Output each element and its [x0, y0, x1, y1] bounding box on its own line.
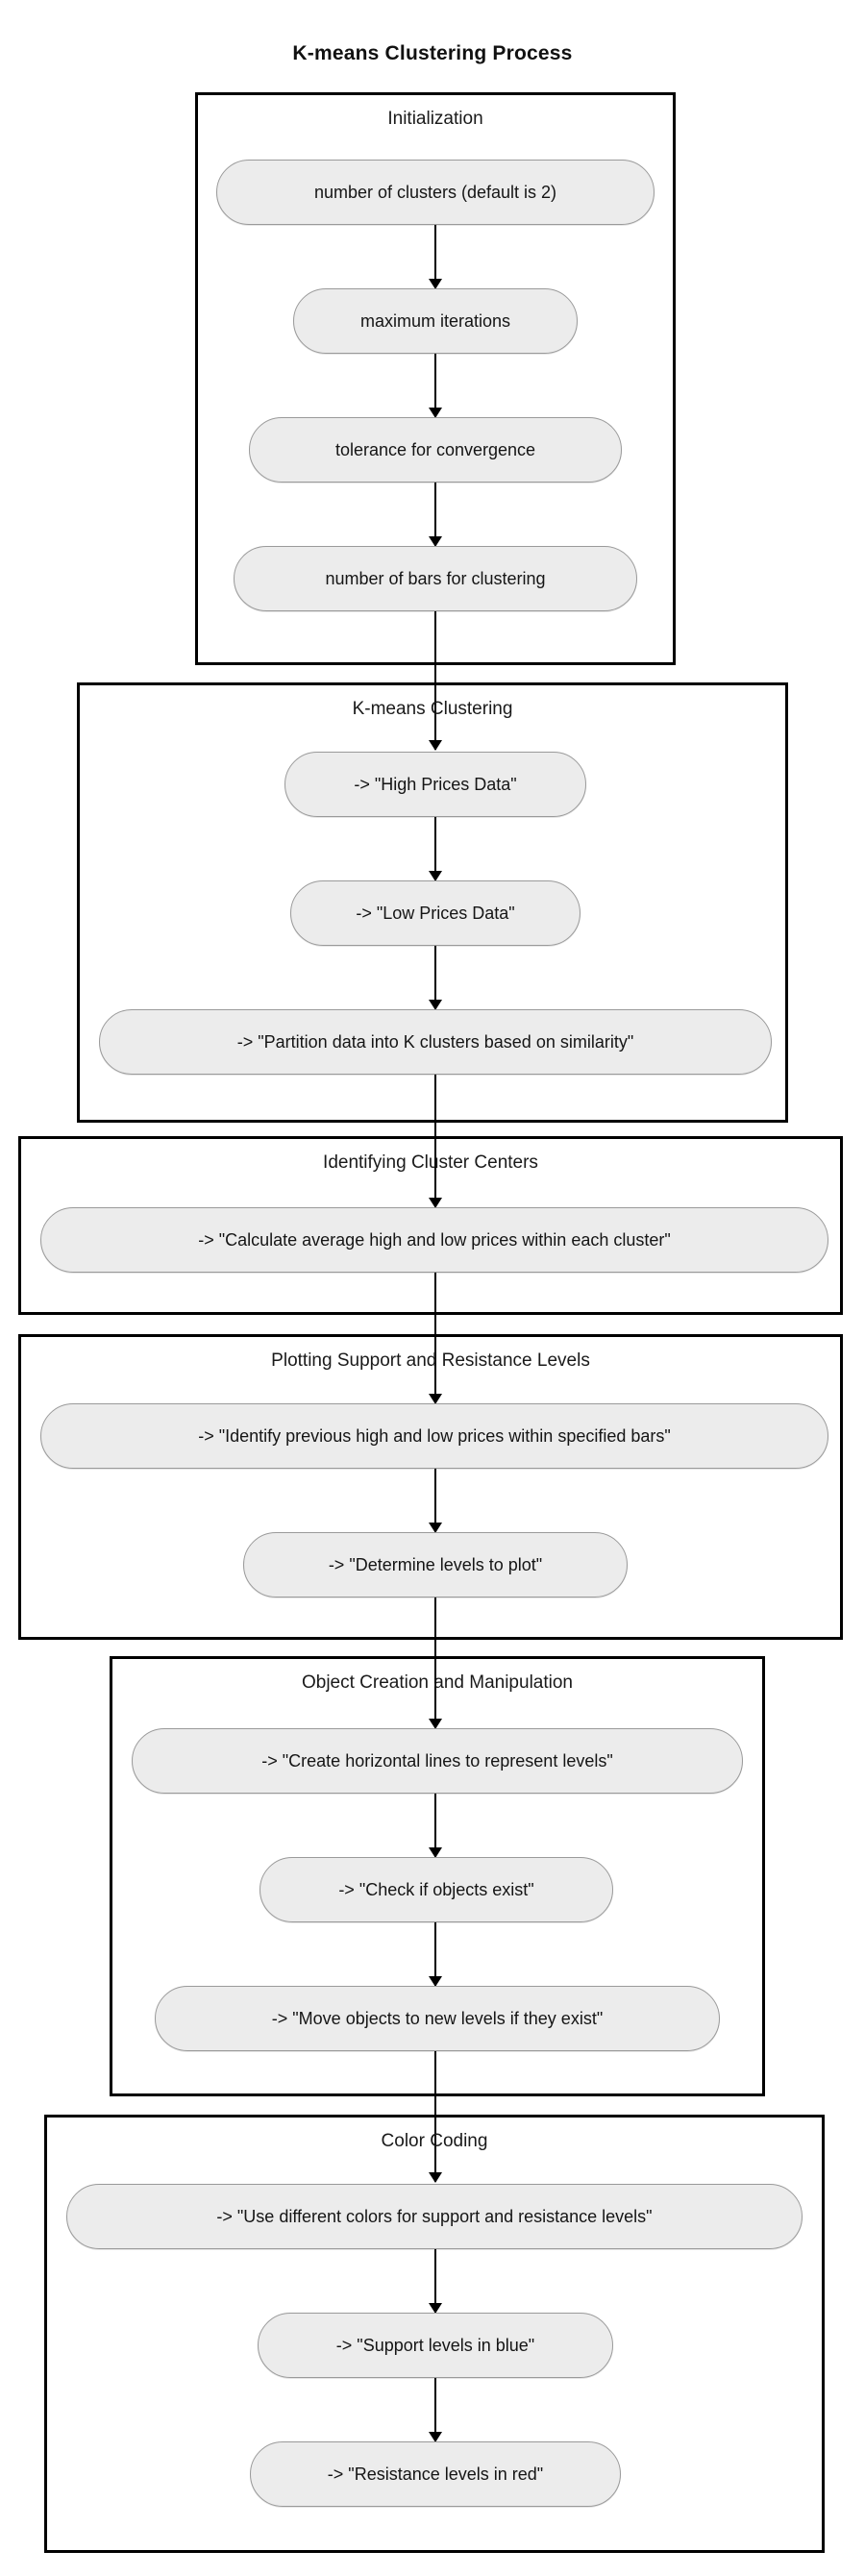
node-label: maximum iterations: [359, 310, 511, 331]
node-use-different-colors[interactable]: -> "Use different colors for support and…: [66, 2184, 803, 2249]
edge-arrowhead: [429, 1394, 442, 1404]
edge-connector: [434, 1922, 436, 1986]
node-number-of-bars[interactable]: number of bars for clustering: [234, 546, 637, 611]
edge-arrowhead: [429, 1523, 442, 1533]
edge-arrowhead: [429, 408, 442, 418]
edge-arrowhead: [429, 1198, 442, 1208]
node-label: -> "Resistance levels in red": [327, 2464, 544, 2484]
node-check-if-objects-exist[interactable]: -> "Check if objects exist": [260, 1857, 613, 1922]
node-label: -> "Use different colors for support and…: [216, 2206, 653, 2226]
subgraph-plotting-support-resistance: Plotting Support and Resistance Levels: [18, 1334, 843, 1640]
node-label: tolerance for convergence: [334, 439, 536, 459]
edge-connector: [434, 225, 436, 288]
node-label: -> "High Prices Data": [354, 774, 517, 794]
edge-connector: [434, 2378, 436, 2441]
subgraph-label-object-creation-manipulation: Object Creation and Manipulation: [301, 1672, 573, 1693]
node-high-prices-data[interactable]: -> "High Prices Data": [284, 752, 586, 817]
node-label: -> "Determine levels to plot": [328, 1554, 543, 1574]
edge-arrowhead: [429, 1719, 442, 1729]
edge-arrowhead: [429, 871, 442, 881]
node-move-objects-to-new-levels[interactable]: -> "Move objects to new levels if they e…: [155, 1986, 720, 2051]
edge-arrowhead: [429, 2303, 442, 2314]
subgraph-label-initialization: Initialization: [387, 109, 483, 129]
node-number-of-clusters[interactable]: number of clusters (default is 2): [216, 160, 655, 225]
edge-connector-cross-subgraph: [434, 1598, 436, 1728]
edge-connector-cross-subgraph: [434, 1273, 436, 1403]
edge-arrowhead: [429, 536, 442, 547]
subgraph-kmeans-clustering: K-means Clustering: [77, 682, 788, 1123]
node-determine-levels-to-plot[interactable]: -> "Determine levels to plot": [243, 1532, 628, 1598]
node-label: -> "Calculate average high and low price…: [198, 1229, 671, 1250]
edge-connector: [434, 1794, 436, 1857]
node-label: -> "Low Prices Data": [356, 903, 515, 923]
node-calculate-average-prices[interactable]: -> "Calculate average high and low price…: [40, 1207, 828, 1273]
edge-arrowhead: [429, 740, 442, 751]
node-resistance-levels-in-red[interactable]: -> "Resistance levels in red": [250, 2441, 621, 2507]
edge-connector-cross-subgraph: [434, 611, 436, 750]
edge-arrowhead: [429, 1976, 442, 1987]
node-label: number of bars for clustering: [325, 568, 546, 588]
edge-connector: [434, 946, 436, 1009]
node-low-prices-data[interactable]: -> "Low Prices Data": [290, 880, 581, 946]
edge-connector: [434, 354, 436, 417]
subgraph-label-kmeans-clustering: K-means Clustering: [352, 699, 513, 719]
edge-connector: [434, 817, 436, 880]
node-maximum-iterations[interactable]: maximum iterations: [293, 288, 578, 354]
node-create-horizontal-lines[interactable]: -> "Create horizontal lines to represent…: [132, 1728, 743, 1794]
edge-arrowhead: [429, 1847, 442, 1858]
edge-connector: [434, 483, 436, 546]
edge-connector: [434, 2249, 436, 2313]
node-label: -> "Check if objects exist": [338, 1879, 534, 1899]
node-label: -> "Create horizontal lines to represent…: [261, 1750, 613, 1771]
node-label: -> "Move objects to new levels if they e…: [271, 2008, 604, 2028]
edge-arrowhead: [429, 1000, 442, 1010]
subgraph-color-coding: Color Coding: [44, 2115, 825, 2553]
node-support-levels-in-blue[interactable]: -> "Support levels in blue": [258, 2313, 613, 2378]
subgraph-label-plotting-support-resistance: Plotting Support and Resistance Levels: [271, 1350, 590, 1371]
edge-connector-cross-subgraph: [434, 1075, 436, 1207]
node-partition-data[interactable]: -> "Partition data into K clusters based…: [99, 1009, 772, 1075]
node-label: -> "Support levels in blue": [335, 2335, 535, 2355]
edge-arrowhead: [429, 2432, 442, 2442]
node-label: number of clusters (default is 2): [313, 182, 557, 202]
subgraph-label-identifying-cluster-centers: Identifying Cluster Centers: [323, 1152, 538, 1173]
node-identify-previous-prices[interactable]: -> "Identify previous high and low price…: [40, 1403, 828, 1469]
node-tolerance-for-convergence[interactable]: tolerance for convergence: [249, 417, 622, 483]
subgraph-label-color-coding: Color Coding: [381, 2131, 488, 2151]
node-label: -> "Identify previous high and low price…: [198, 1425, 671, 1446]
page-title: K-means Clustering Process: [292, 42, 573, 64]
edge-connector: [434, 1469, 436, 1532]
edge-arrowhead: [429, 2172, 442, 2183]
edge-arrowhead: [429, 279, 442, 289]
subgraph-object-creation-manipulation: Object Creation and Manipulation: [110, 1656, 765, 2096]
node-label: -> "Partition data into K clusters based…: [236, 1031, 634, 1052]
subgraph-identifying-cluster-centers: Identifying Cluster Centers: [18, 1136, 843, 1315]
